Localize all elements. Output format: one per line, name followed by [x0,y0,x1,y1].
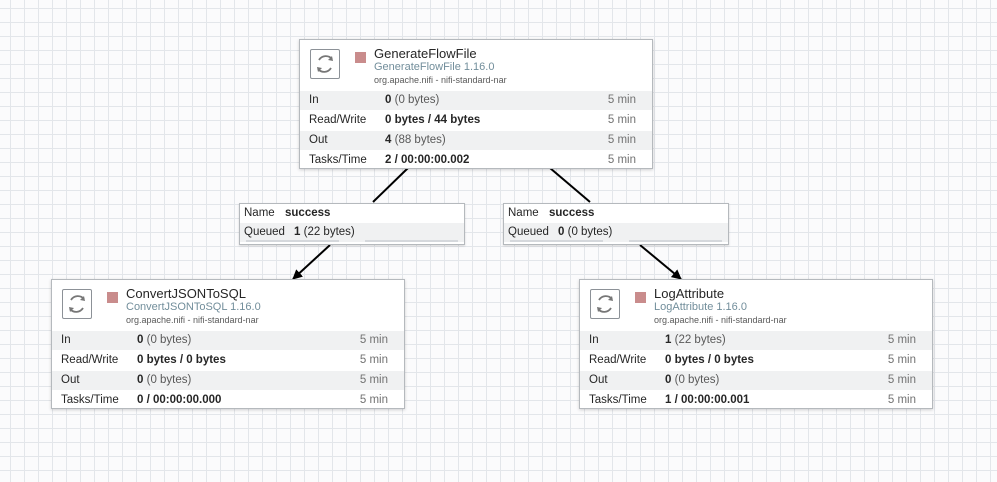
stats-value: 0 bytes / 44 bytes [385,114,481,126]
stats-row-in: In 0 (0 bytes) 5 min [300,90,652,110]
stats-value: 0 bytes / 0 bytes [137,354,226,366]
processor-icon [62,289,92,319]
connection-label-left[interactable]: Name success Queued 1 (22 bytes) [239,203,465,245]
processor-header: LogAttribute LogAttribute 1.16.0 org.apa… [580,280,932,330]
processor-bundle: org.apache.nifi - nifi-standard-nar [654,315,787,325]
connection-line-left-lower[interactable] [292,244,331,280]
queue-size-bar [365,240,458,242]
stats-row-tasks: Tasks/Time 0 / 00:00:00.000 5 min [52,390,404,410]
connection-line-left-upper[interactable] [372,167,409,203]
stopped-icon [107,292,118,303]
stats-time: 5 min [607,154,636,166]
processor-icon [590,289,620,319]
connection-label-right[interactable]: Name success Queued 0 (0 bytes) [503,203,729,245]
stats-value: 0 / 00:00:00.000 [137,394,222,406]
stats-row-readwrite: Read/Write 0 bytes / 0 bytes 5 min [52,350,404,370]
processor-generateflowfile[interactable]: GenerateFlowFile GenerateFlowFile 1.16.0… [299,39,653,169]
processor-name: GenerateFlowFile [374,46,477,61]
connection-queued-value: 1 (22 bytes) [294,226,355,238]
stats-row-tasks: Tasks/Time 1 / 00:00:00.001 5 min [580,390,932,410]
stats-label: Tasks/Time [309,154,367,166]
stats-label: Out [61,374,80,386]
connection-name: success [549,207,595,219]
connection-line-right-lower[interactable] [639,244,682,280]
stats-value: 0 bytes / 0 bytes [665,354,754,366]
stopped-icon [355,52,366,63]
processor-header: GenerateFlowFile GenerateFlowFile 1.16.0… [300,40,652,90]
stopped-icon [635,292,646,303]
queue-count-bar [510,240,603,242]
stats-label: Out [309,134,328,146]
connection-queued-value: 0 (0 bytes) [558,226,613,238]
stats-label: Read/Write [61,354,119,366]
stats-time: 5 min [359,334,388,346]
queue-count-bar [246,240,339,242]
stats-label: Tasks/Time [61,394,119,406]
stats-time: 5 min [359,354,388,366]
connection-line-right-upper[interactable] [549,167,591,203]
stats-label: In [589,334,599,346]
stats-value: 2 / 00:00:00.002 [385,154,470,166]
stats-value: 1 / 00:00:00.001 [665,394,750,406]
connection-name-label: Name [508,207,539,219]
stats-row-out: Out 0 (0 bytes) 5 min [580,370,932,390]
stats-row-out: Out 4 (88 bytes) 5 min [300,130,652,150]
connection-name-label: Name [244,207,275,219]
processor-header: ConvertJSONToSQL ConvertJSONToSQL 1.16.0… [52,280,404,330]
connection-name-row: Name success [240,204,464,223]
connection-name-row: Name success [504,204,728,223]
stats-time: 5 min [607,94,636,106]
stats-time: 5 min [887,354,916,366]
stats-row-tasks: Tasks/Time 2 / 00:00:00.002 5 min [300,150,652,170]
stats-value: 0 (0 bytes) [385,94,440,106]
processor-name: LogAttribute [654,286,725,301]
stats-time: 5 min [607,134,636,146]
processor-name: ConvertJSONToSQL [126,286,246,301]
processor-icon [310,49,340,79]
stats-value: 1 (22 bytes) [665,334,726,346]
stats-value: 0 (0 bytes) [137,374,192,386]
stats-row-in: In 1 (22 bytes) 5 min [580,330,932,350]
stats-row-readwrite: Read/Write 0 bytes / 44 bytes 5 min [300,110,652,130]
stats-label: Read/Write [309,114,367,126]
queue-size-bar [629,240,722,242]
stats-label: In [61,334,71,346]
stats-row-in: In 0 (0 bytes) 5 min [52,330,404,350]
stats-row-readwrite: Read/Write 0 bytes / 0 bytes 5 min [580,350,932,370]
stats-value: 0 (0 bytes) [665,374,720,386]
processor-version: LogAttribute 1.16.0 [654,301,747,313]
stats-label: Tasks/Time [589,394,647,406]
stats-value: 4 (88 bytes) [385,134,446,146]
processor-version: ConvertJSONToSQL 1.16.0 [126,301,261,313]
stats-row-out: Out 0 (0 bytes) 5 min [52,370,404,390]
processor-bundle: org.apache.nifi - nifi-standard-nar [126,315,259,325]
stats-time: 5 min [607,114,636,126]
processor-version: GenerateFlowFile 1.16.0 [374,61,495,73]
stats-time: 5 min [887,374,916,386]
stats-time: 5 min [359,374,388,386]
connection-queued-label: Queued [508,226,549,238]
stats-time: 5 min [887,394,916,406]
stats-label: In [309,94,319,106]
connection-queued-row: Queued 1 (22 bytes) [240,223,464,242]
stats-label: Read/Write [589,354,647,366]
processor-logattribute[interactable]: LogAttribute LogAttribute 1.16.0 org.apa… [579,279,933,409]
connection-queued-label: Queued [244,226,285,238]
connection-name: success [285,207,331,219]
processor-bundle: org.apache.nifi - nifi-standard-nar [374,75,507,85]
stats-time: 5 min [887,334,916,346]
stats-value: 0 (0 bytes) [137,334,192,346]
processor-convertjsontosql[interactable]: ConvertJSONToSQL ConvertJSONToSQL 1.16.0… [51,279,405,409]
stats-label: Out [589,374,608,386]
stats-time: 5 min [359,394,388,406]
connection-queued-row: Queued 0 (0 bytes) [504,223,728,242]
